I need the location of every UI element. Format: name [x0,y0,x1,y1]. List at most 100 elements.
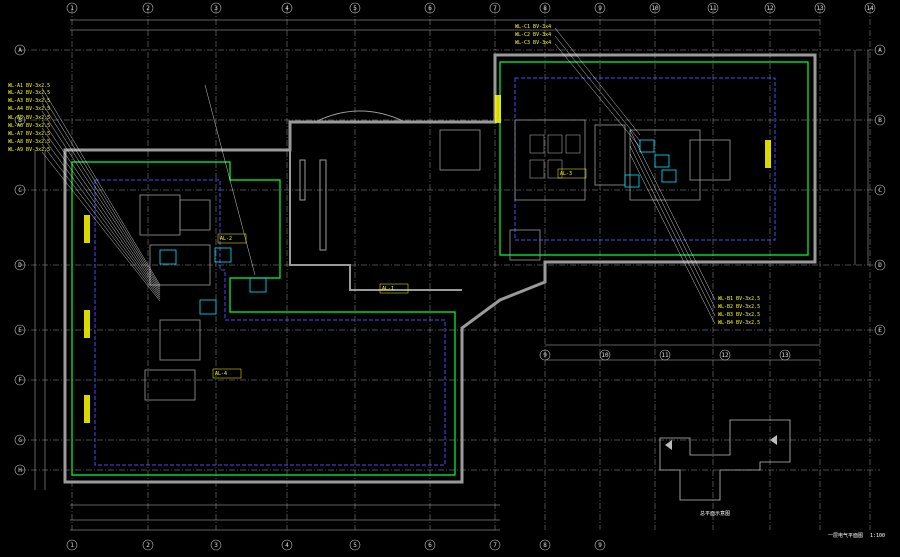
leader-line [41,119,161,294]
key-plan-outline [659,419,791,501]
axis-bubble-bottom [210,539,222,551]
elevator-box [529,134,545,154]
annotation-left: WL-A4 BV-3x2.5 [8,106,50,112]
equipment-box [624,174,640,188]
vertical-tag [765,140,771,168]
room-outline [594,124,626,186]
axis-bubble-right [874,259,886,271]
axis-bubble-top-label: 6 [428,5,432,12]
leader-line [554,35,641,142]
axis-bubble-bottom [539,539,551,551]
axis-bubble-top [594,2,606,14]
axis-bubble-top [210,2,222,14]
axis-bubble-right-bottom-label: 12 [721,352,729,359]
axis-bubble-right-bottom-label: 13 [781,352,789,359]
center-tag-box [379,283,409,294]
axis-bubble-top [764,2,776,14]
axis-bubble-right [874,324,886,336]
axis-bubble-top [281,2,293,14]
axis-bubble-bottom [424,539,436,551]
axis-bubble-top [707,2,719,14]
axis-bubble-left-label: C [18,187,22,194]
axis-bubble-bottom-label: 3 [214,542,218,549]
equipment-box [661,169,677,183]
leader-line [41,102,161,290]
key-plan-marker [770,435,777,445]
axis-bubble-bottom-label: 6 [428,542,432,549]
axis-bubble-top-label: 13 [816,5,824,12]
leader-line [41,94,161,288]
blue-conduit-right [514,77,776,241]
axis-bubble-bottom-label: 9 [598,542,602,549]
center-tag-box [217,233,247,244]
center-tag-box [557,168,587,179]
axis-bubble-right [874,184,886,196]
center-tag-box [212,368,242,379]
key-plan-title: 总平面示意图 [700,510,730,517]
annotation-left: WL-A2 BV-3x2.5 [8,90,50,96]
axis-bubble-top [349,2,361,14]
annotation-right-top: WL-C1 BV-3x4 [515,24,551,30]
axis-bubble-top-label: 14 [866,5,874,12]
axis-bubble-right-bottom-label: 11 [661,352,669,359]
axis-bubble-top-label: 1 [70,5,74,12]
axis-bubble-left-label: E [18,327,22,334]
leader-line [41,127,161,296]
leader-lines [41,27,716,325]
elevator-box [529,159,545,179]
equipment-box [639,139,655,153]
green-conduit-left [71,161,456,476]
axis-bubble-top-label: 3 [214,5,218,12]
stair-core [299,159,327,251]
axis-bubble-top-label: 10 [651,5,659,12]
axis-bubble-right-bottom-label: 10 [601,352,609,359]
center-tag: AL-3 [560,171,572,177]
sheet-title: 一层电气平面图 [828,532,863,539]
leader-line [41,135,161,298]
room-outline [629,129,701,201]
axis-bubble-top [489,2,501,14]
axis-bubble-left [14,324,26,336]
axis-bubble-top [142,2,154,14]
axis-bubble-top-label: 5 [353,5,357,12]
room-outline [149,244,211,286]
sheet-scale: 1:100 [870,533,885,539]
room-outline [514,119,586,201]
equipment-box [249,277,267,293]
room-outline [139,194,181,236]
leader-line [629,145,716,317]
vertical-tag [84,395,90,423]
leader-line [554,43,641,148]
axis-bubble-left-label: A [18,47,22,54]
axis-bubble-bottom [489,539,501,551]
axis-bubble-bottom-label: 4 [285,542,289,549]
blue-conduit-left [94,179,446,466]
axis-bubble-bottom-label: 5 [353,542,357,549]
room-outline [689,139,731,181]
axis-bubble-top [424,2,436,14]
axis-bubble-bottom-label: 1 [70,542,74,549]
axis-bubble-left [14,114,26,126]
axis-bubble-left-label: D [18,262,22,269]
axis-bubble-bottom-label: 2 [146,542,150,549]
equipment-box [199,299,217,315]
annotation-left: WL-A9 BV-3x2.5 [8,147,50,153]
equipment-box [159,249,177,265]
vertical-tag [84,310,90,338]
axis-bubble-left-label: F [18,377,22,384]
building-walls [63,53,817,484]
room-outline [159,319,201,361]
annotation-left: WL-A3 BV-3x2.5 [8,98,50,104]
axis-bubble-right-label: B [878,117,882,124]
axis-bubble-top-label: 7 [493,5,497,12]
annotation-texts: WL-A1 BV-3x2.5WL-A2 BV-3x2.5WL-A3 BV-3x2… [8,24,771,423]
axis-bubble-right [874,44,886,56]
leader-line [554,27,641,136]
axis-bubble-right-label: D [878,262,882,269]
axis-bubble-left [14,434,26,446]
axis-bubble-top [649,2,661,14]
vertical-tag [495,95,501,123]
